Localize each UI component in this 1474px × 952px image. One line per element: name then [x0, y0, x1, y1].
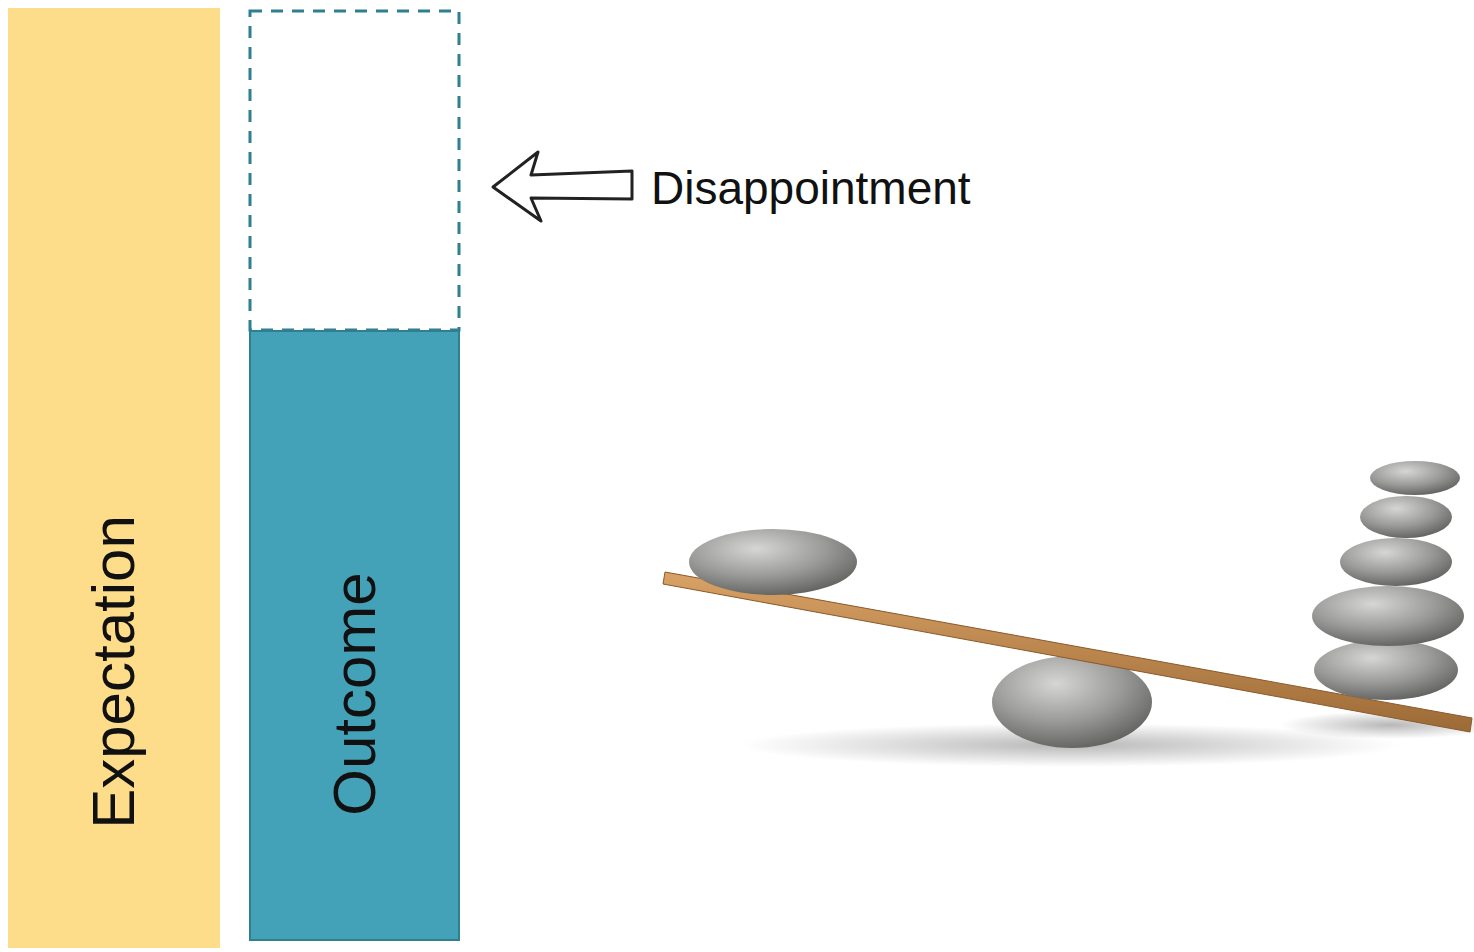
stacked-stone [1314, 640, 1458, 700]
stacked-stone [1370, 461, 1460, 495]
stacked-stone [1360, 496, 1452, 538]
bar-label: Outcome [325, 572, 385, 815]
stacked-stone [1340, 538, 1452, 586]
expectation-bar: Expectation [8, 8, 220, 948]
stacked-stone [1312, 586, 1464, 646]
gap-outline [250, 11, 459, 330]
single-stone [689, 529, 857, 595]
outcome-bar: Outcome [249, 330, 460, 941]
fulcrum-stone [992, 656, 1152, 748]
seesaw-board [663, 572, 1472, 732]
callout-label: Disappointment [651, 165, 971, 211]
pointer-arrow [493, 152, 632, 221]
bar-label: Expectation [84, 515, 144, 829]
